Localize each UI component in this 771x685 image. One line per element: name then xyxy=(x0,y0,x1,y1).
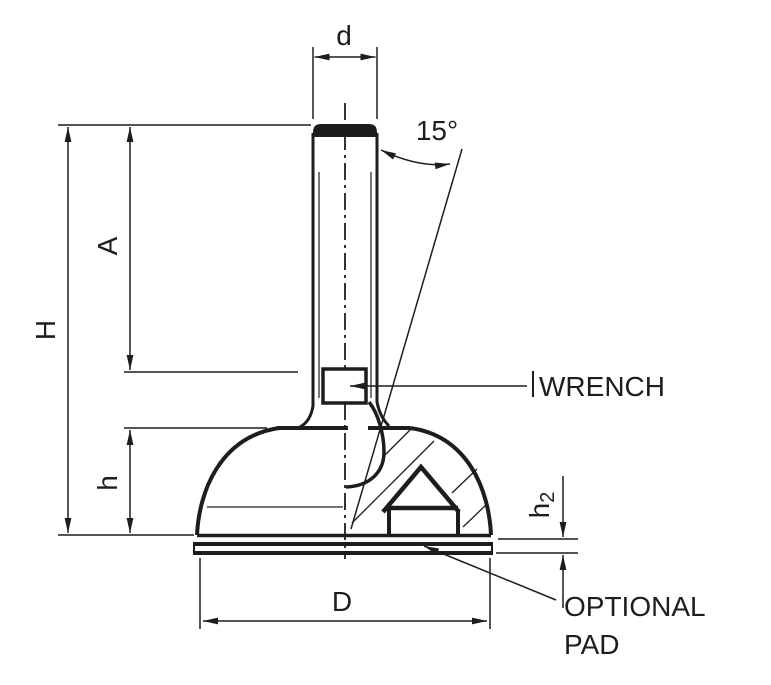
base-dome xyxy=(195,400,493,538)
tilt-axis-line xyxy=(350,148,463,530)
dim-pad-thickness xyxy=(496,476,578,608)
dim-label-base-height: h xyxy=(92,475,123,491)
stem-right-edge xyxy=(375,133,391,428)
angle-arc xyxy=(380,149,451,170)
cavity-roof xyxy=(381,463,461,514)
optional-pad-label-line2: PAD xyxy=(564,629,620,660)
section-hatching xyxy=(351,428,489,528)
wrench-label: WRENCH xyxy=(539,371,665,402)
dim-label-base-diameter: D xyxy=(332,586,352,617)
dim-base-height xyxy=(124,427,267,533)
dim-base-diameter xyxy=(199,558,491,629)
optional-pad xyxy=(193,542,493,555)
dim-tilt-angle xyxy=(380,149,451,170)
dim-label-overall-height: H xyxy=(30,320,61,340)
dim-label-thread-length: A xyxy=(92,236,123,255)
optional-pad-label-line1: OPTIONAL xyxy=(564,591,706,622)
optional-pad-leader xyxy=(423,545,557,601)
dim-label-thread-diameter: d xyxy=(336,20,352,51)
cavity xyxy=(381,463,461,534)
wrench-callout xyxy=(350,371,534,397)
dim-label-tilt-angle: 15° xyxy=(416,115,458,146)
dim-label-pad-thickness: h2 xyxy=(524,492,559,519)
dim-thread-diameter xyxy=(312,47,378,119)
stem-top-cap xyxy=(313,124,377,137)
dim-overall-height xyxy=(58,124,311,536)
dome-left-arc xyxy=(195,426,280,536)
dim-thread-length xyxy=(124,127,298,373)
stem-left-edge xyxy=(299,133,315,429)
ball-socket-arc xyxy=(345,400,386,489)
dome-right-arc xyxy=(409,426,493,536)
